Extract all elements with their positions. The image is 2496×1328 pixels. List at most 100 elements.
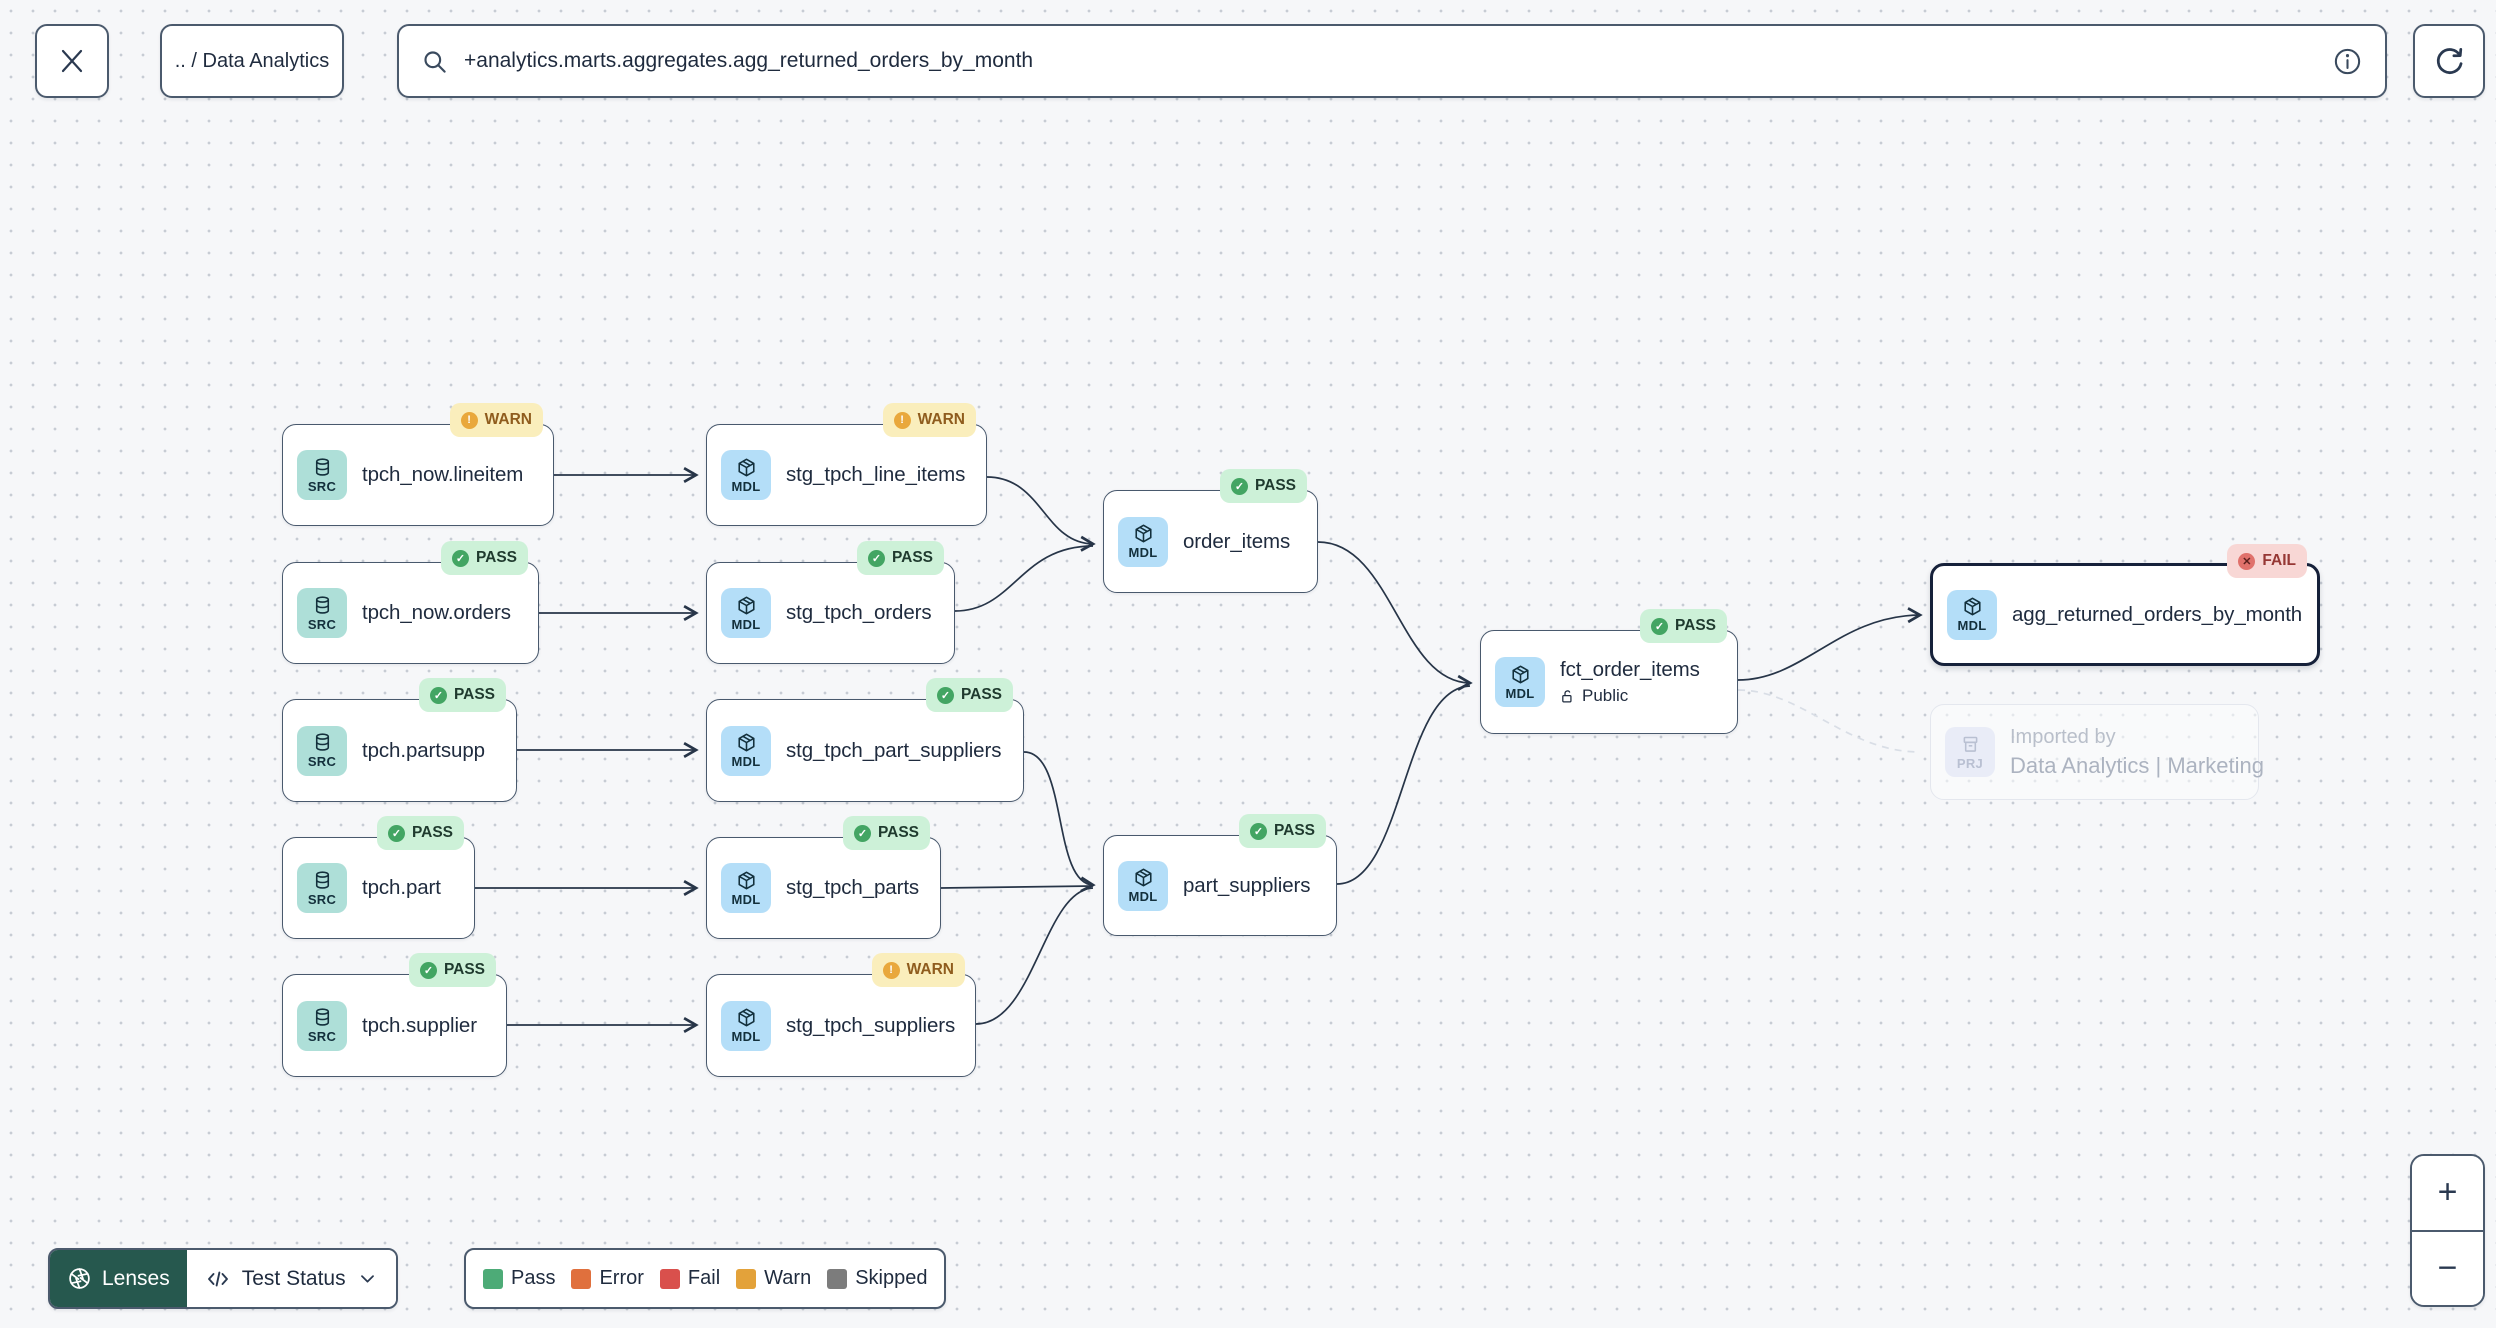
- status-badge-icon: ✕: [2238, 552, 2256, 570]
- node-text: part_suppliers: [1183, 874, 1310, 898]
- node-text: tpch_now.lineitem: [362, 463, 523, 487]
- status-badge-pass: ✓PASS: [440, 541, 528, 575]
- resource-type-label: SRC: [307, 478, 337, 494]
- resource-type-label: MDL: [731, 1029, 761, 1044]
- node-text: stg_tpch_suppliers: [786, 1014, 955, 1038]
- edge-part_suppliers-to-fct_order_items: [1336, 685, 1471, 885]
- lens-selector[interactable]: Test Status: [186, 1250, 396, 1307]
- resource-type-label: PRJ: [1956, 755, 1984, 771]
- close-button[interactable]: [35, 24, 109, 98]
- zoom-in-glyph: +: [2437, 1173, 2458, 1212]
- status-badge-label: PASS: [411, 824, 453, 841]
- legend-label: Fail: [687, 1267, 721, 1289]
- cube-icon: [737, 870, 755, 890]
- cube-icon: [1963, 597, 1981, 616]
- status-badge-icon: ✓: [1249, 822, 1267, 840]
- zoom-out-button[interactable]: −: [2412, 1229, 2483, 1305]
- lens-control: Lenses Test Status: [48, 1248, 398, 1309]
- lenses-button[interactable]: Lenses: [50, 1250, 187, 1307]
- chevron-down-icon: [360, 1275, 374, 1283]
- status-badge-icon: ✓: [1650, 617, 1668, 635]
- legend-label: Error: [599, 1267, 644, 1289]
- project-icon: [1963, 736, 1977, 752]
- lenses-label: Lenses: [102, 1266, 170, 1290]
- status-badge-pass: ✓PASS: [1639, 609, 1727, 643]
- node-text: stg_tpch_parts: [786, 876, 919, 900]
- resource-type-label: MDL: [1128, 545, 1158, 560]
- node-text: stg_tpch_part_suppliers: [786, 739, 1001, 763]
- status-badge-icon: ✓: [867, 549, 885, 567]
- status-badge-icon: ✓: [419, 961, 437, 979]
- status-badge-label: WARN: [906, 961, 954, 978]
- node-label: stg_tpch_orders: [786, 601, 932, 624]
- legend-label: Skipped: [855, 1267, 928, 1289]
- breadcrumb[interactable]: .. / Data Analytics: [160, 24, 344, 98]
- legend-swatch: [571, 1268, 592, 1289]
- node-part_suppliers[interactable]: MDL part_suppliers ✓ PASS: [1103, 814, 1337, 936]
- database-icon: [315, 1008, 329, 1026]
- imported-by-title: Imported by: [2010, 725, 2116, 748]
- legend-item-skipped: Skipped: [827, 1267, 927, 1290]
- node-label: tpch_now.orders: [362, 601, 511, 624]
- cube-tile: MDL: [721, 863, 771, 913]
- access-label: Public: [1582, 686, 1629, 705]
- database-tile: SRC: [297, 725, 347, 776]
- database-icon: [315, 457, 329, 476]
- cube-tile: MDL: [721, 588, 771, 638]
- resource-type-label: SRC: [307, 891, 337, 907]
- edge-stg_tpch_part_suppliers-to-part_suppliers: [1023, 751, 1096, 893]
- node-text: stg_tpch_line_items: [786, 463, 965, 487]
- status-badge-fail: ✕ FAIL: [2227, 544, 2307, 578]
- legend-label: Warn: [764, 1267, 812, 1289]
- cube-icon: [1511, 664, 1529, 684]
- status-badge-pass: ✓ PASS: [1238, 814, 1326, 848]
- resource-type-label: SRC: [307, 754, 337, 769]
- node-label: stg_tpch_part_suppliers: [786, 738, 1002, 762]
- node-tpch_now.lineitem[interactable]: SRC tpch_now.lineitem !WARN: [282, 403, 554, 526]
- cube-tile: MDL: [1118, 516, 1168, 567]
- zoom-out-glyph: −: [2437, 1248, 2458, 1287]
- zoom-in-button[interactable]: +: [2412, 1156, 2483, 1230]
- search-bar[interactable]: +analytics.marts.aggregates.agg_returned…: [397, 24, 2387, 98]
- status-badge-label: WARN: [484, 411, 532, 428]
- status-badge-warn: !WARN: [449, 403, 543, 437]
- node-text: tpch.supplier: [362, 1014, 477, 1038]
- node-label: part_suppliers: [1183, 873, 1311, 897]
- resource-type-label: MDL: [1128, 889, 1158, 904]
- info-icon[interactable]: [2332, 46, 2363, 77]
- refresh-button[interactable]: [2413, 24, 2485, 98]
- node-text: agg_returned_orders_by_month: [2012, 603, 2302, 627]
- edge-order_items-to-fct_order_items: [1317, 541, 1473, 691]
- close-icon: [61, 49, 83, 73]
- cube-icon: [1134, 524, 1152, 543]
- search-input[interactable]: +analytics.marts.aggregates.agg_returned…: [464, 49, 1034, 72]
- status-badge-icon: ✓: [429, 686, 447, 704]
- status-badge-label: PASS: [453, 686, 495, 703]
- legend-swatch: [483, 1268, 503, 1289]
- node-text: tpch_now.orders: [362, 601, 511, 625]
- cube-tile: MDL: [721, 450, 771, 500]
- database-tile: SRC: [297, 450, 347, 500]
- legend-item-pass: Pass: [483, 1267, 555, 1290]
- access-row: Public: [1560, 686, 1700, 706]
- status-badge-label: FAIL: [2262, 552, 2296, 569]
- status-badge-icon: ✓: [1230, 477, 1248, 495]
- status-badge-label: PASS: [1273, 822, 1315, 839]
- status-badge-label: PASS: [443, 961, 485, 978]
- status-badge-pass: ✓PASS: [376, 816, 464, 850]
- cube-icon: [1134, 868, 1152, 887]
